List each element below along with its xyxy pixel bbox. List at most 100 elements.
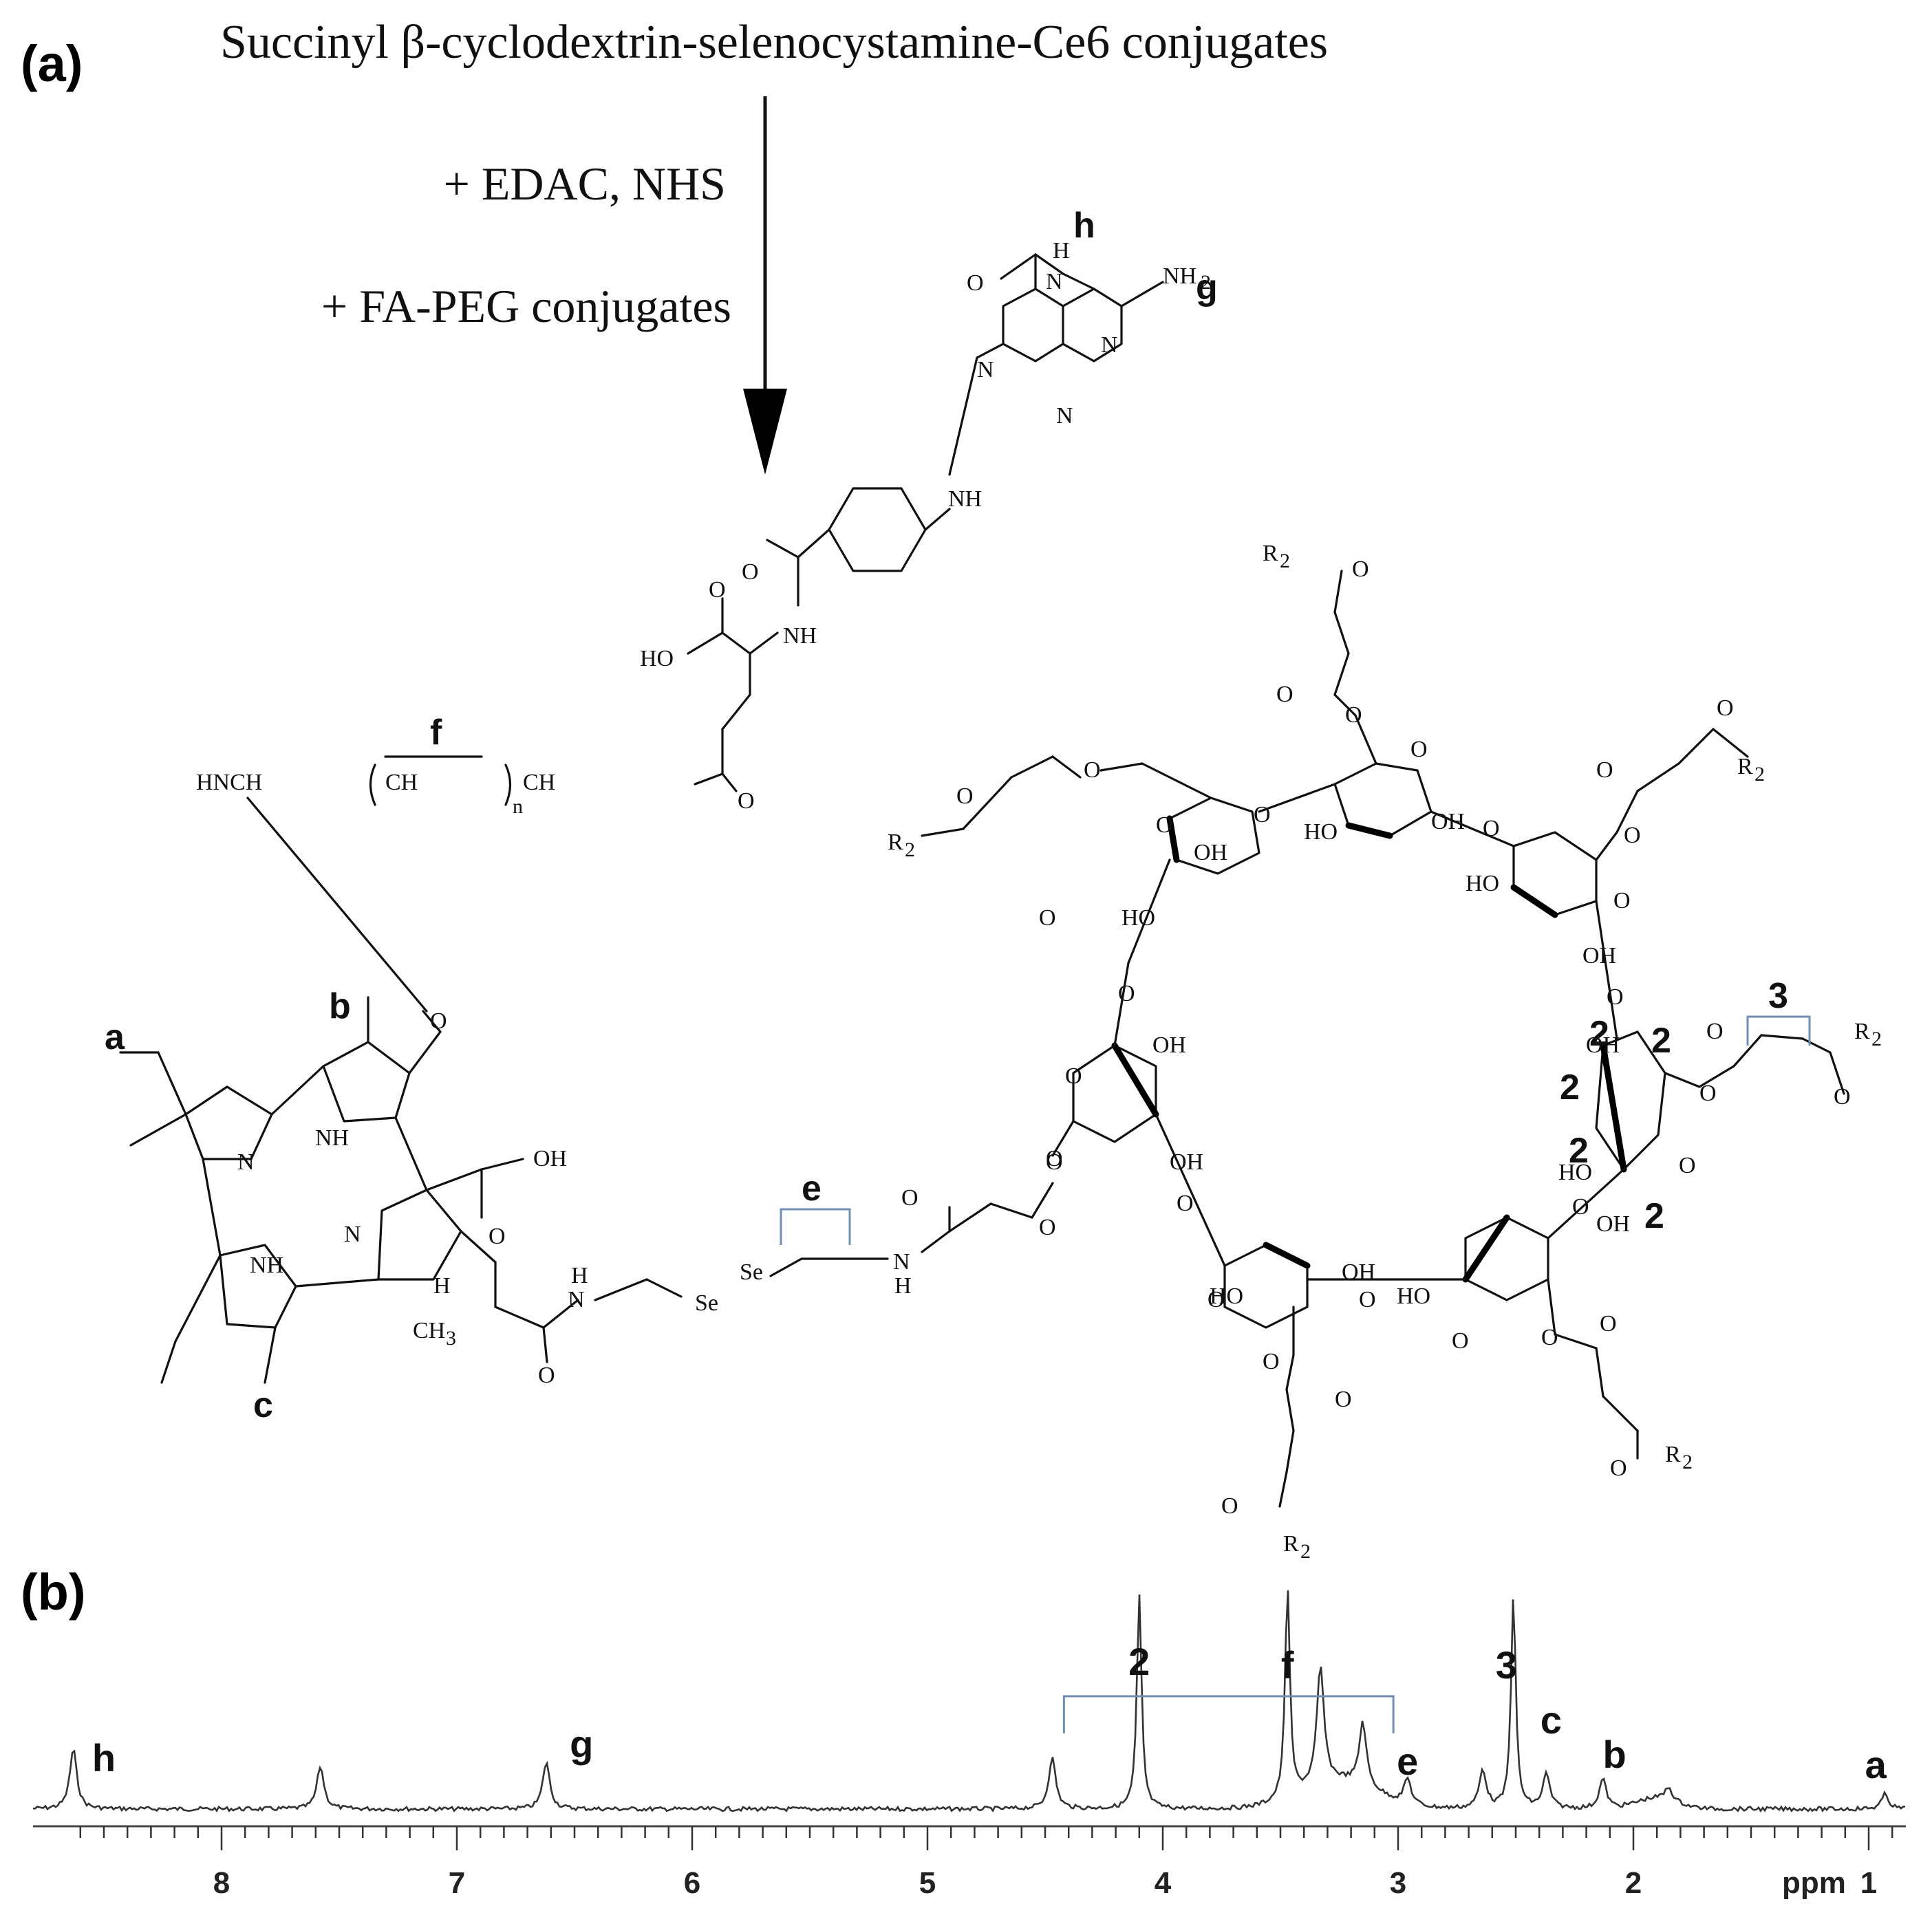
svg-text:O: O	[1624, 823, 1641, 848]
marker-e: e	[802, 1169, 822, 1209]
svg-text:O: O	[538, 1363, 555, 1388]
svg-text:2: 2	[1201, 271, 1211, 294]
tick-label: 3	[1390, 1866, 1406, 1900]
svg-text:NH: NH	[948, 486, 982, 512]
x-axis-unit: ppm	[1782, 1866, 1846, 1900]
svg-text:O: O	[489, 1224, 506, 1249]
svg-text:R: R	[1665, 1442, 1681, 1467]
svg-text:OH: OH	[1586, 1032, 1620, 1058]
svg-text:N: N	[1101, 332, 1118, 358]
svg-text:H: H	[433, 1273, 451, 1299]
marker-c: c	[253, 1385, 273, 1425]
marker-a: a	[105, 1017, 125, 1057]
svg-text:O: O	[1706, 1019, 1724, 1044]
svg-text:2: 2	[1754, 763, 1765, 786]
tick-label: 7	[449, 1866, 465, 1900]
svg-text:2: 2	[1682, 1451, 1693, 1473]
svg-text:O: O	[1039, 905, 1056, 931]
svg-text:HO: HO	[1210, 1284, 1243, 1309]
svg-text:CH: CH	[385, 770, 418, 795]
svg-text:O: O	[1717, 695, 1734, 721]
marker-3-cd: 3	[1768, 976, 1788, 1016]
svg-text:O: O	[956, 783, 974, 809]
svg-text:H: H	[571, 1263, 588, 1288]
svg-text:N: N	[893, 1249, 910, 1275]
chlorin-e6-structure: N NH N NH O O OH H CH 3 O H N Se Se N H …	[119, 996, 1063, 1388]
svg-text:N: N	[1046, 269, 1063, 294]
marker-2-cd-top: 2	[1589, 1014, 1609, 1054]
svg-text:O: O	[1065, 1063, 1082, 1089]
peg-linker: HNCH CH CH n	[196, 755, 555, 1013]
x-axis-ticks	[79, 1826, 1893, 1850]
svg-text:O: O	[1254, 802, 1271, 827]
svg-text:O: O	[1039, 1215, 1056, 1240]
svg-text:O: O	[1607, 984, 1624, 1010]
tick-label: 6	[684, 1866, 700, 1900]
svg-text:O: O	[1410, 737, 1428, 762]
svg-text:OH: OH	[1582, 943, 1616, 969]
peak-label-3: 3	[1496, 1643, 1517, 1687]
svg-text:O: O	[1263, 1349, 1280, 1374]
spectrum-trace	[32, 1590, 1905, 1813]
svg-text:O: O	[1335, 1387, 1352, 1412]
marker-f: f	[430, 713, 442, 753]
svg-text:HO: HO	[640, 646, 674, 671]
svg-text:O: O	[1679, 1153, 1696, 1178]
svg-text:R: R	[1854, 1019, 1870, 1044]
peak-label-f: f	[1281, 1643, 1294, 1687]
svg-text:O: O	[1610, 1456, 1627, 1481]
range-label-2: 2	[1128, 1640, 1150, 1683]
scheme-title: Succinyl β-cyclodextrin-selenocystamine-…	[220, 16, 1328, 69]
svg-text:O: O	[1345, 702, 1362, 728]
svg-text:HO: HO	[1304, 819, 1338, 845]
svg-text:O: O	[1046, 1146, 1063, 1171]
marker-2-cd-bottom: 2	[1644, 1196, 1664, 1236]
svg-text:O: O	[1834, 1084, 1851, 1110]
svg-text:R: R	[1263, 541, 1278, 566]
marker-2-cd-mid: 2	[1569, 1131, 1589, 1171]
svg-text:HNCH: HNCH	[196, 770, 262, 795]
svg-text:OH: OH	[533, 1146, 567, 1171]
svg-text:2: 2	[905, 838, 915, 861]
svg-text:OH: OH	[1194, 840, 1227, 865]
svg-text:N: N	[977, 357, 994, 382]
marker-g: g	[1196, 268, 1218, 307]
svg-text:NH: NH	[783, 623, 817, 649]
svg-text:2: 2	[1300, 1540, 1311, 1563]
svg-text:OH: OH	[1342, 1259, 1375, 1285]
svg-text:HO: HO	[1558, 1160, 1592, 1185]
marker-h: h	[1073, 206, 1095, 246]
svg-text:R: R	[1737, 754, 1753, 779]
reaction-arrow	[743, 96, 787, 475]
range-bracket-2	[1062, 1695, 1395, 1733]
svg-text:OH: OH	[1596, 1211, 1630, 1237]
reagent-edac-nhs: + EDAC, NHS	[444, 158, 727, 210]
svg-text:O: O	[1483, 816, 1500, 841]
marker-2-cd-left: 2	[1560, 1068, 1580, 1107]
peak-label-c: c	[1541, 1698, 1562, 1742]
svg-text:3: 3	[446, 1327, 456, 1350]
svg-text:O: O	[1156, 812, 1173, 838]
svg-text:O: O	[1452, 1328, 1469, 1354]
svg-text:2: 2	[1871, 1028, 1882, 1050]
marker-b: b	[329, 986, 351, 1026]
reagent-fa-peg: + FA-PEG conjugates	[321, 280, 731, 332]
svg-text:O: O	[1613, 888, 1631, 913]
svg-text:R: R	[1283, 1531, 1299, 1557]
svg-text:O: O	[742, 559, 759, 585]
svg-text:CH: CH	[413, 1318, 445, 1343]
panel-a-label: (a)	[21, 35, 83, 92]
svg-text:O: O	[1118, 981, 1135, 1006]
svg-text:O: O	[430, 1008, 447, 1034]
svg-text:O: O	[1596, 757, 1613, 783]
svg-text:H: H	[1053, 238, 1070, 263]
svg-text:O: O	[738, 788, 755, 814]
svg-text:O: O	[1276, 682, 1294, 707]
cyclodextrin-structure: O O O O O O O O O O O O O O OH HO HO OH …	[888, 541, 1882, 1563]
svg-text:R: R	[888, 830, 903, 855]
svg-text:O: O	[1221, 1493, 1238, 1519]
svg-text:CH: CH	[523, 770, 555, 795]
svg-text:O: O	[1208, 1287, 1225, 1312]
